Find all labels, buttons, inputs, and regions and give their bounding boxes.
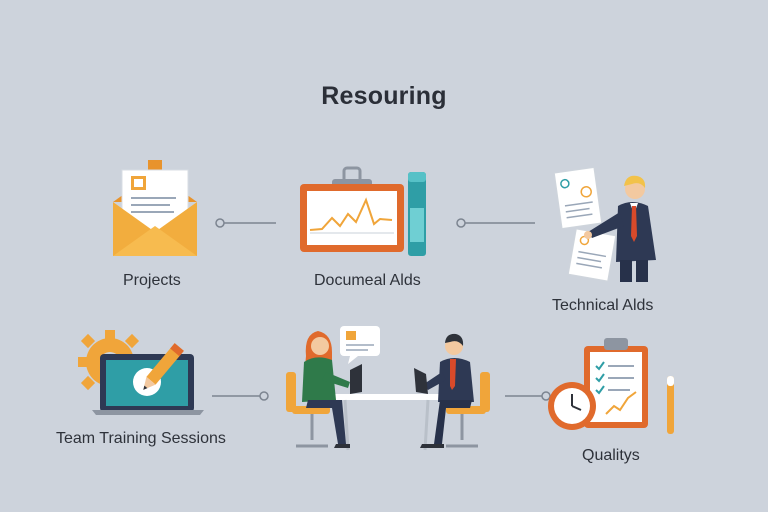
clipboard-clock-icon — [548, 338, 674, 434]
node-label-qualitys: Qualitys — [582, 447, 640, 464]
presenter-icon — [553, 166, 656, 282]
envelope-icon — [113, 160, 197, 256]
node-label-technical-alds: Technical Alds — [552, 297, 654, 314]
chart-board-icon — [300, 166, 426, 256]
page-title: Resouring — [321, 82, 447, 110]
laptop-gear-icon — [78, 330, 204, 415]
meeting-icon — [286, 326, 490, 451]
node-label-documeal-alds: Documeal Alds — [314, 272, 421, 289]
node-label-team-training-sessions: Team Training Sessions — [56, 430, 226, 447]
connector-meeting-qualitys — [505, 391, 551, 401]
connector-projects-documeal — [215, 218, 276, 228]
node-label-projects: Projects — [123, 272, 181, 289]
connector-training-meeting — [212, 391, 269, 401]
connector-documeal-technical — [456, 218, 535, 228]
